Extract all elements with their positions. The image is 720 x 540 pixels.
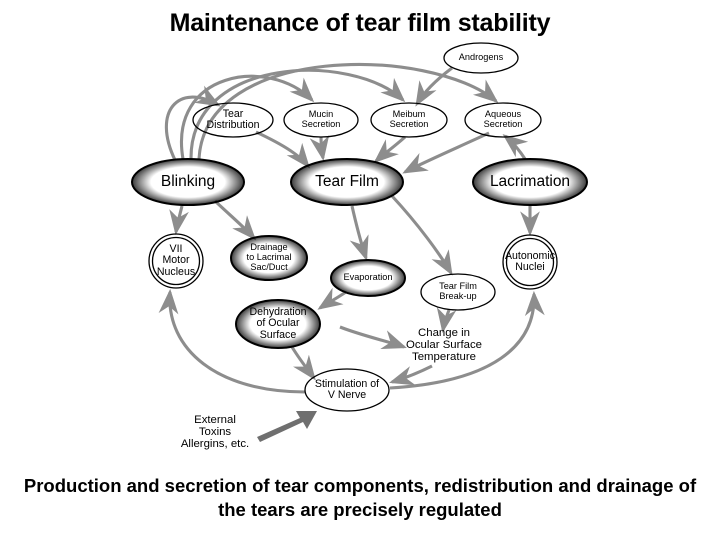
node-evaporation[interactable] xyxy=(330,259,406,297)
node-outline xyxy=(192,102,274,138)
node-outline xyxy=(304,368,390,412)
edge-blinking-aqueous-secretion xyxy=(197,62,499,160)
edge-stimulation-vii-motor-nucleus xyxy=(158,288,306,394)
node-shading xyxy=(132,159,244,205)
node-drainage-to-lacrimal[interactable] xyxy=(230,235,308,281)
edge-lacrimation-aqueous-secretion xyxy=(502,134,529,160)
slide-caption: Production and secretion of tear compone… xyxy=(23,475,697,521)
page-title: Maintenance of tear film stability xyxy=(169,9,551,37)
node-outline xyxy=(464,102,542,138)
node-dehydration-of-ocular-surface[interactable] xyxy=(235,299,321,349)
node-vii-motor-nucleus[interactable] xyxy=(148,233,204,289)
edge-blinking-drainage xyxy=(213,199,257,241)
node-outline xyxy=(330,259,406,297)
edge-evaporation-dehydration xyxy=(317,287,347,310)
node-shading xyxy=(231,236,307,280)
node-shading xyxy=(291,159,403,205)
edge-androgens-meibum-secretion xyxy=(415,66,453,107)
node-outline xyxy=(290,158,404,206)
node-outline xyxy=(148,233,204,289)
node-inner-outline xyxy=(151,236,201,286)
node-stimulation-of-v-nerve[interactable] xyxy=(304,368,390,412)
node-shading xyxy=(473,159,587,205)
edge-tear-film-break-up xyxy=(390,194,453,276)
node-outline xyxy=(420,273,496,311)
node-outline xyxy=(502,234,558,290)
node-layer xyxy=(131,42,588,412)
node-lacrimation[interactable] xyxy=(472,158,588,206)
edge-evaporation-temperature xyxy=(339,325,407,350)
node-meibum-secretion[interactable] xyxy=(370,102,448,138)
edge-stimulation-autonomic-nuclei xyxy=(389,290,545,390)
node-tear-film[interactable] xyxy=(290,158,404,206)
edge-tear-distribution-tear-film xyxy=(255,130,310,169)
node-blinking[interactable] xyxy=(131,158,245,206)
edge-external-toxins-stimulation xyxy=(257,411,317,442)
node-tear-film-break-up[interactable] xyxy=(420,273,496,311)
node-tear-distribution[interactable] xyxy=(192,102,274,138)
node-outline xyxy=(230,235,308,281)
node-shading xyxy=(236,300,320,348)
node-outline xyxy=(472,158,588,206)
edge-meibum-secretion-tear-film xyxy=(373,135,407,164)
edge-blinking-vii-motor-nucleus xyxy=(169,205,189,236)
edge-mucin-secretion-tear-film xyxy=(309,134,330,162)
node-aqueous-secretion[interactable] xyxy=(464,102,542,138)
node-autonomic-nuclei[interactable] xyxy=(502,234,558,290)
edge-layer xyxy=(158,62,545,394)
edge-break-up-temperature xyxy=(436,306,457,334)
node-outline xyxy=(235,299,321,349)
node-mucin-secretion[interactable] xyxy=(283,102,359,138)
edge-dehydration-stimulation xyxy=(290,346,316,381)
node-shading xyxy=(331,260,405,296)
edge-blinking-meibum-secretion xyxy=(189,68,406,160)
node-outline xyxy=(283,102,359,138)
edge-blinking-tear-distribution xyxy=(164,85,221,161)
edge-temperature-stimulation xyxy=(389,364,433,386)
node-androgens[interactable] xyxy=(443,42,519,74)
node-inner-outline xyxy=(505,237,555,287)
edge-blinking-mucin-secretion xyxy=(179,74,315,160)
edge-tear-film-evaporation xyxy=(349,205,369,261)
node-outline xyxy=(443,42,519,74)
edge-aqueous-secretion-tear-film xyxy=(402,131,490,174)
node-outline xyxy=(370,102,448,138)
node-outline xyxy=(131,158,245,206)
